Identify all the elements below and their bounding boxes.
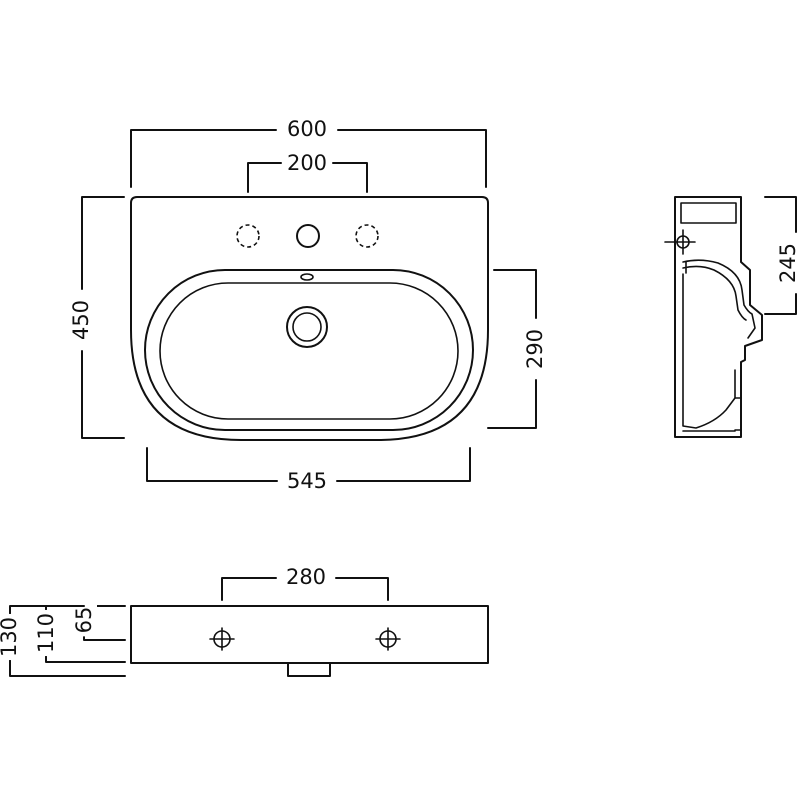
basin-outline <box>130 196 489 441</box>
dimension-label-600: 600 <box>287 117 327 141</box>
fixing-hole-right <box>375 627 401 651</box>
side-overflow-channel-inner <box>682 265 747 321</box>
dimension-200: 200 <box>247 150 368 193</box>
dimension-130: 130 <box>0 605 126 677</box>
dimension-label-130: 130 <box>0 617 21 657</box>
bowl-inner <box>159 282 459 420</box>
tap-hole-left <box>236 224 260 248</box>
dimension-label-65: 65 <box>72 607 96 634</box>
dimension-label-545: 545 <box>287 469 327 493</box>
dimension-245: 245 <box>764 196 800 315</box>
side-drain-profile <box>682 397 742 432</box>
tap-hole-right <box>355 224 379 248</box>
overflow-slot <box>300 273 314 281</box>
dimension-label-110: 110 <box>34 613 58 653</box>
dimension-110: 110 <box>33 605 126 663</box>
dimension-600: 600 <box>130 116 487 188</box>
side-rim-section <box>680 202 737 224</box>
front-body <box>130 605 489 664</box>
dimension-label-245: 245 <box>776 243 800 283</box>
tap-hole-center <box>296 224 320 248</box>
drain-inner <box>292 312 322 342</box>
side-view: 245 <box>664 196 800 438</box>
side-bowl-profile <box>682 273 736 429</box>
dimension-450: 450 <box>68 196 125 439</box>
dimension-65: 65 <box>71 603 126 641</box>
dimension-545: 545 <box>146 447 471 494</box>
front-waste-outlet <box>287 662 331 677</box>
dimension-label-200: 200 <box>287 151 327 175</box>
dimension-290: 290 <box>487 269 548 429</box>
dimension-280: 280 <box>221 564 389 601</box>
bowl-outer <box>144 269 474 431</box>
side-overflow-channel <box>682 259 756 339</box>
fixing-hole-left <box>209 627 235 651</box>
dimension-label-280: 280 <box>286 565 326 589</box>
side-profile-outline <box>674 196 763 438</box>
dimension-label-450: 450 <box>69 300 93 340</box>
top-view: 600 200 450 290 545 <box>68 116 548 494</box>
drain-outer <box>286 306 328 348</box>
front-view: 280 65 110 130 <box>0 564 489 677</box>
dimension-label-290: 290 <box>523 329 547 369</box>
